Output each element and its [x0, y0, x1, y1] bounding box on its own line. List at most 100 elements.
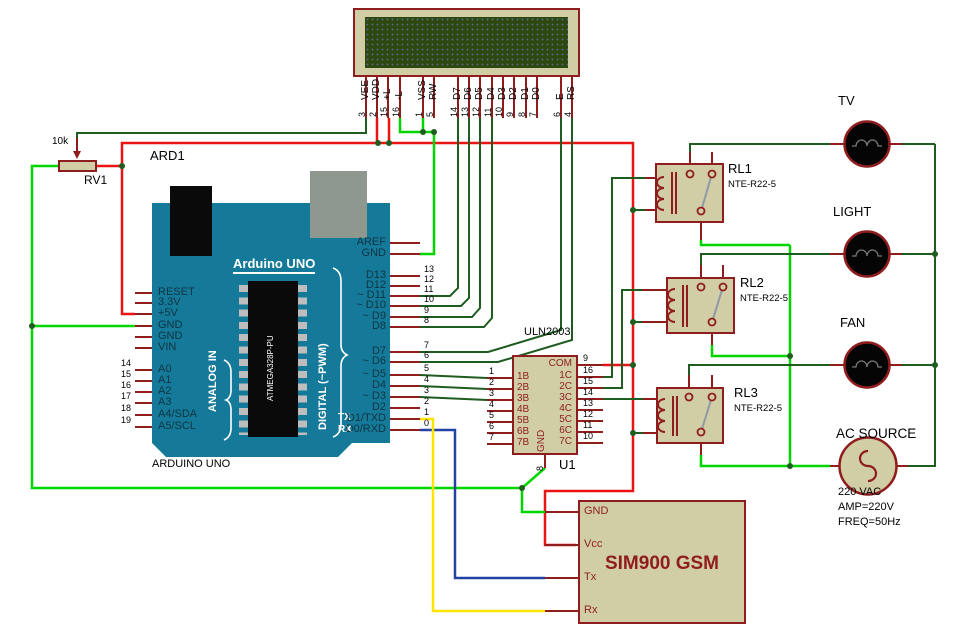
- relay-rl3[interactable]: [643, 375, 724, 455]
- uln-output-label: COM: [548, 358, 572, 369]
- wire-ground: [30, 118, 830, 514]
- uln-gnd-num: 8: [535, 465, 545, 471]
- lcd-pin-label: D1: [520, 87, 531, 100]
- uln-part: ULN2003: [524, 326, 571, 338]
- uln-input-label: 1B: [517, 371, 530, 382]
- uln2003-ic[interactable]: [512, 355, 578, 455]
- load-fan-label: FAN: [840, 315, 866, 330]
- potentiometer-rv1[interactable]: [58, 160, 97, 172]
- arduino-left-pin-label: RESET: [158, 286, 195, 298]
- relay-rl2-ref: RL2: [740, 275, 764, 290]
- arduino-left-pin-number: 16: [120, 380, 131, 390]
- arduino-left-pin-label: A3: [158, 396, 172, 408]
- arduino-right-pin-label: ~ D3: [362, 390, 386, 402]
- arduino-right-pin-number: 0: [424, 418, 430, 428]
- arduino-right-pin-label: D7: [371, 345, 386, 357]
- arduino-left-pin-number: 19: [120, 415, 131, 425]
- lcd-pin-number: 7: [528, 111, 538, 117]
- lcd-pin-number: 16: [391, 106, 401, 117]
- relay-rl3-ref: RL3: [734, 385, 758, 400]
- uln-input-number: 6: [489, 421, 495, 431]
- lamp-symbols[interactable]: [830, 120, 902, 389]
- arduino-right-pin-number: 7: [424, 340, 430, 350]
- lamp-tv[interactable]: [843, 120, 891, 168]
- lcd-pin-number: 6: [552, 111, 562, 117]
- lcd-pin-label: D2: [508, 87, 519, 100]
- uln-input-label: 4B: [517, 404, 530, 415]
- lcd-pin-label: RW: [428, 83, 439, 100]
- relay-rl2[interactable]: [642, 265, 735, 345]
- uln-input-label: 5B: [517, 415, 530, 426]
- arduino-right-pin-number: 11: [424, 284, 434, 294]
- arduino-right-pin-label: D4: [371, 379, 386, 391]
- arduino-right-pin-number: 5: [424, 363, 430, 373]
- lcd-pin-number: 2: [368, 111, 378, 117]
- uln-input-label: 6B: [517, 426, 530, 437]
- arduino-left-pin-label: VIN: [158, 341, 177, 353]
- lcd-pin-label: D7: [452, 87, 463, 100]
- arduino-ref: ARD1: [150, 148, 185, 163]
- pot-value: 10k: [52, 136, 69, 147]
- lcd-pin-number: 14: [449, 106, 459, 117]
- uln-output-number: 15: [583, 376, 594, 386]
- power-jack: [170, 186, 212, 256]
- uln-output-label: 6C: [559, 425, 572, 436]
- uln-input-number: 3: [489, 388, 495, 398]
- arduino-left-pin-label: GND: [158, 330, 183, 342]
- ac-spec-freq: FREQ=50Hz: [838, 516, 901, 528]
- arduino-right-pin-number: 1: [424, 407, 430, 417]
- lcd-pin-label: VSS: [417, 79, 428, 100]
- analog-group-label: ANALOG IN: [207, 350, 219, 412]
- atmega-chip-label: ATMEGA328P-PU: [266, 335, 275, 401]
- lcd-pin-label: -L: [394, 91, 405, 100]
- uln-output-number: 12: [583, 409, 594, 419]
- lcd-pin-number: 3: [357, 111, 367, 117]
- uln-input-number: 7: [489, 432, 495, 442]
- pot-ref: RV1: [84, 173, 108, 187]
- lcd-pin-label: D6: [463, 87, 474, 100]
- arduino-right-pin-label: AREF: [356, 236, 386, 248]
- lcd-pin-label: D4: [486, 87, 497, 100]
- uln-input-number: 4: [489, 399, 495, 409]
- uln-output-label: 5C: [559, 414, 572, 425]
- lcd-pin-number: 9: [505, 111, 515, 117]
- arduino-right-pin-label: ~ D11: [357, 289, 386, 301]
- lamp-fan[interactable]: [843, 341, 891, 389]
- arduino-right-pin-number: 3: [424, 385, 430, 395]
- uln-output-label: 4C: [559, 403, 572, 414]
- uln-output-number: 10: [583, 431, 594, 441]
- arduino-left-pin-label: A4/SDA: [158, 408, 198, 420]
- sim900-module[interactable]: [578, 500, 746, 624]
- arduino-right-pin-number: 9: [424, 305, 430, 315]
- arduino-right-pin-number: 8: [424, 315, 430, 325]
- arduino-right-pin-label: D2: [371, 401, 386, 413]
- lamp-light[interactable]: [843, 230, 891, 278]
- lcd-pin-label: D5: [474, 87, 485, 100]
- arduino-right-pin-label: D8: [371, 320, 386, 332]
- arduino-left-pin-label: +5V: [158, 307, 178, 319]
- arduino-right-pin-label: ~ D5: [362, 368, 386, 380]
- arduino-left-pin-number: 15: [120, 369, 131, 379]
- lcd-pin-number: 10: [494, 106, 504, 117]
- arduino-left-pin-number: 14: [120, 358, 131, 368]
- arduino-right-pin-label: ~ D9: [362, 310, 386, 322]
- uln-input-label: 2B: [517, 382, 530, 393]
- arduino-title: Arduino UNO: [233, 257, 316, 274]
- lcd-pin-label: VDD: [371, 78, 382, 100]
- uln-input-number: 1: [489, 366, 495, 376]
- relay-rl1-part: NTE-R22-5: [728, 179, 777, 190]
- lcd-pin-label: RS: [566, 86, 577, 100]
- arduino-left-pin-label: A1: [158, 374, 172, 386]
- arduino-right-pin-number: 10: [424, 294, 435, 304]
- arduino-right-pin-number: 4: [424, 374, 430, 384]
- arduino-right-pin-number: 2: [424, 396, 430, 406]
- relay-rl3-part: NTE-R22-5: [734, 403, 783, 414]
- arduino-left-pin-label: A2: [158, 385, 172, 397]
- lcd-pin-number: 8: [517, 111, 527, 117]
- lcd-pin-label: +L: [382, 88, 393, 100]
- ac-spec-voltage: 220 VAC: [838, 486, 882, 498]
- relay-rl1[interactable]: [645, 152, 724, 240]
- relay-rl2-part: NTE-R22-5: [740, 293, 789, 304]
- gsm-pin-gnd: GND: [584, 505, 609, 517]
- arduino-left-pin-number: 18: [120, 403, 131, 413]
